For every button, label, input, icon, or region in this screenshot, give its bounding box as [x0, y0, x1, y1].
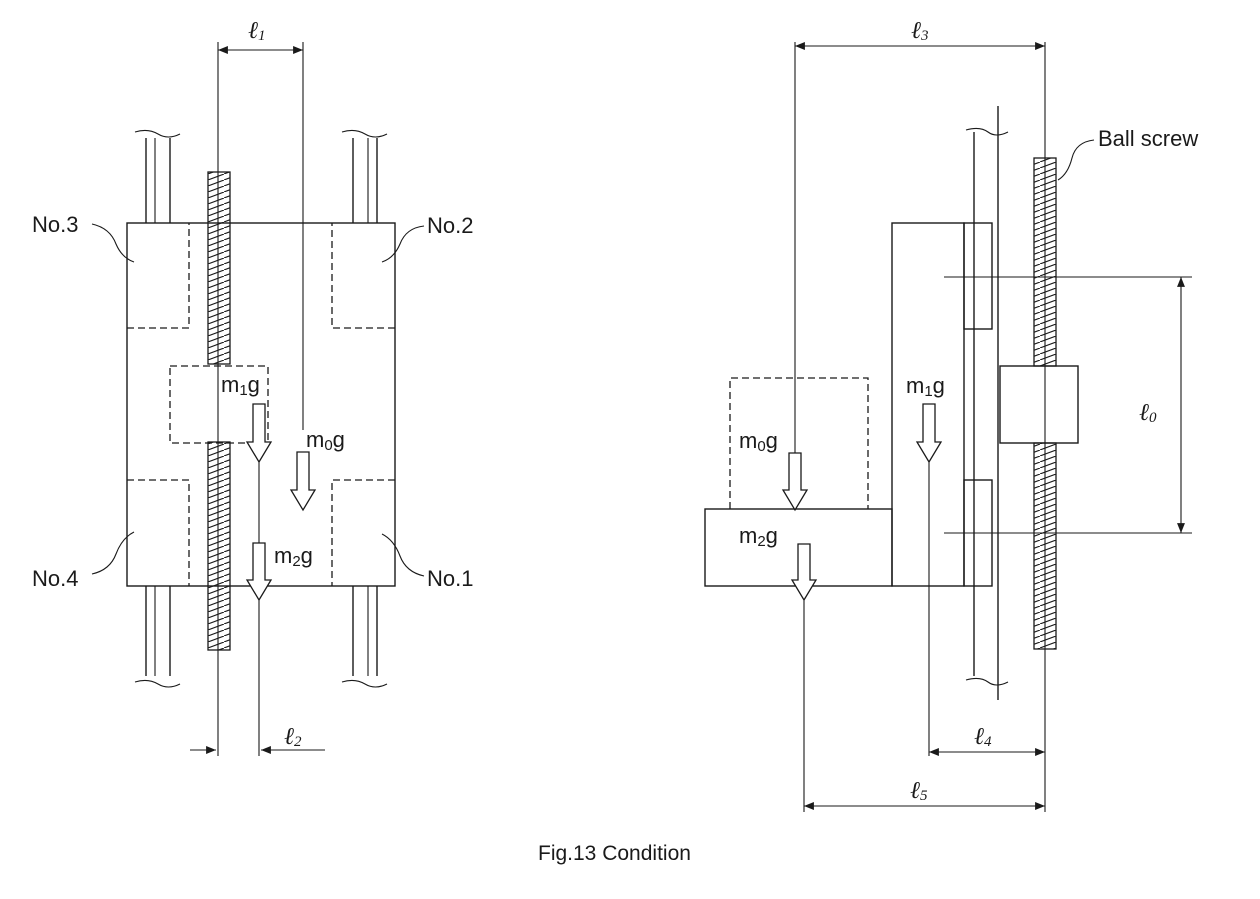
left-ball-screw-lower	[207, 441, 231, 651]
figure-caption: Fig.13 Condition	[538, 842, 691, 865]
left-m0g-arrow	[289, 451, 317, 512]
left-rail-top-left	[134, 129, 181, 223]
right-ball-screw-nut	[999, 365, 1079, 444]
right-m2g-label: m2g	[739, 523, 778, 550]
right-dim-l0-label: ℓ0	[1139, 400, 1157, 426]
right-dim-l4-label: ℓ4	[974, 724, 992, 750]
left-view: ℓ1 ℓ2 m1g m0g m2g No.3 No.2 No.4 No.1	[32, 18, 473, 756]
left-label-no2: No.2	[427, 213, 473, 238]
left-dim-l1-label: ℓ1	[248, 18, 266, 44]
left-dim-l2-label: ℓ2	[284, 724, 302, 750]
left-rail-bottom-right	[341, 586, 388, 688]
ball-screw-label: Ball screw	[1098, 126, 1198, 151]
left-m0g-label: m0g	[306, 427, 345, 454]
right-guide-block-upper	[963, 222, 993, 330]
left-m1-block	[169, 365, 269, 444]
left-label-no3: No.3	[32, 212, 78, 237]
right-dim-l5-label: ℓ5	[910, 778, 928, 804]
right-table	[891, 222, 965, 587]
right-m2g-arrow	[790, 543, 818, 602]
right-m1g-arrow	[915, 403, 943, 464]
left-m1g-label: m1g	[221, 372, 260, 399]
right-m0g-label: m0g	[739, 428, 778, 455]
right-m1g-label: m1g	[906, 373, 945, 400]
right-m0g-arrow	[781, 452, 809, 512]
right-dim-l3-label: ℓ3	[911, 18, 929, 44]
left-label-no1: No.1	[427, 566, 473, 591]
left-m2g-label: m2g	[274, 543, 313, 570]
right-m0-load	[729, 377, 869, 509]
right-rail	[965, 106, 1009, 700]
left-m1g-arrow	[245, 403, 273, 464]
left-guide-blocks	[127, 223, 395, 586]
right-view: Ball screw ℓ0 ℓ3 ℓ4 ℓ5 m0g m1g m2g	[704, 18, 1198, 812]
left-ball-screw-upper	[207, 171, 231, 365]
left-rail-top-right	[341, 129, 388, 223]
left-rail-bottom-left	[134, 586, 181, 688]
left-label-no4: No.4	[32, 566, 78, 591]
left-m2g-arrow	[245, 542, 273, 602]
